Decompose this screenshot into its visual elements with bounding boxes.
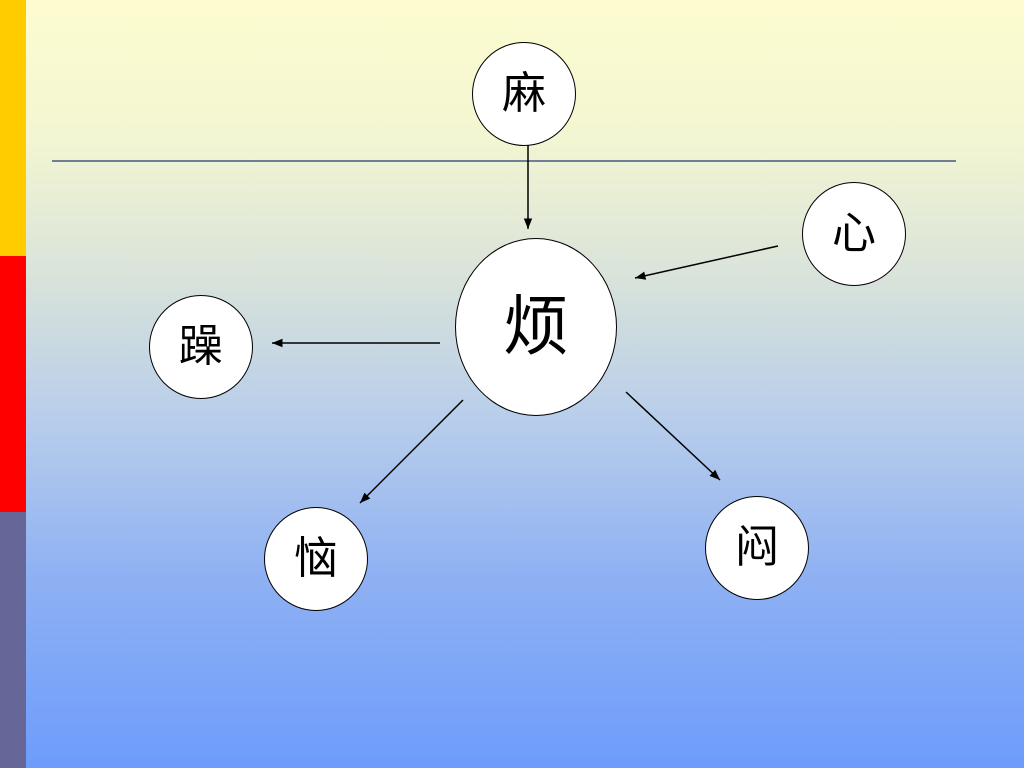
node-label: 躁 <box>179 321 223 372</box>
node-label: 烦 <box>503 288 569 365</box>
sidebar-stripe-red <box>0 256 26 512</box>
node-label: 闷 <box>735 522 779 573</box>
node-nao: 恼 <box>264 507 368 611</box>
node-label: 恼 <box>294 533 338 584</box>
sidebar-stripe-yellow <box>0 0 26 256</box>
node-label: 心 <box>832 208 876 259</box>
node-xin: 心 <box>802 182 906 286</box>
node-label: 麻 <box>502 68 546 119</box>
edge-xin-to-fan <box>634 245 779 280</box>
sidebar-stripe-purple <box>0 512 26 768</box>
node-ma: 麻 <box>472 42 576 146</box>
divider-line <box>52 160 956 162</box>
edge-fan-to-nao <box>359 399 464 504</box>
node-fan-center: 烦 <box>455 238 617 416</box>
edge-fan-to-men <box>625 391 721 481</box>
node-zao: 躁 <box>149 295 253 399</box>
node-men: 闷 <box>705 496 809 600</box>
